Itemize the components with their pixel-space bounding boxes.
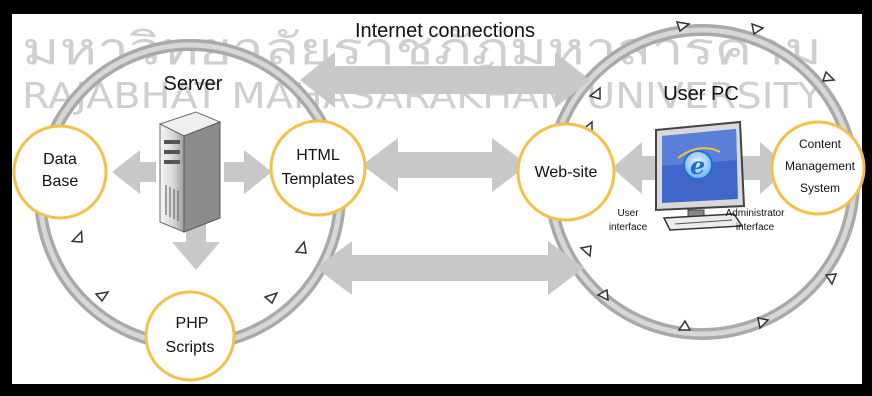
chevron-icon <box>94 290 110 303</box>
left-border <box>0 0 12 396</box>
chevron-icon <box>263 291 279 305</box>
chevron-icon <box>70 229 83 243</box>
database-line-1: Data <box>43 151 77 168</box>
internet-connections-title: Internet connections <box>355 20 535 42</box>
database-line-2: Base <box>42 173 79 190</box>
connection-arrows <box>112 52 790 295</box>
chevron-icon <box>824 273 838 286</box>
admin-interface-line-1: Administrator <box>726 208 786 219</box>
chevron-icon <box>596 288 609 302</box>
cms-line-2: Management <box>785 159 856 173</box>
chevron-icon <box>821 70 836 82</box>
server-tower-icon <box>158 111 222 233</box>
server-heading: Server <box>164 73 223 95</box>
chevron-icon <box>579 245 592 258</box>
admin-interface-line-2: interface <box>736 222 775 233</box>
templates-website-arrow <box>362 138 528 192</box>
cms-line-1: Content <box>799 137 842 151</box>
html-templates-line-1: HTML <box>296 147 340 164</box>
svg-text:e: e <box>690 151 705 180</box>
website-label: Web-site <box>535 164 598 181</box>
chevron-icon <box>757 317 770 330</box>
internet-bottom-arrow <box>316 241 584 295</box>
user-interface-line-2: interface <box>609 222 648 233</box>
desktop-pc-icon: e <box>655 120 746 231</box>
user-interface-line-1: User <box>617 208 639 219</box>
bottom-border <box>0 384 872 396</box>
server-templates-arrow <box>224 150 272 194</box>
pc-cms-arrow <box>742 142 790 194</box>
node-cms: Content Management System <box>770 120 866 216</box>
server-php-arrow <box>172 214 220 270</box>
database-server-arrow <box>112 150 156 194</box>
node-php-scripts: PHP Scripts <box>144 290 236 382</box>
website-pc-arrow <box>612 142 660 194</box>
php-scripts-line-2: Scripts <box>166 339 215 356</box>
chevron-icon <box>294 240 307 254</box>
top-border <box>0 0 872 14</box>
internet-top-arrow <box>300 52 590 108</box>
node-html-templates: HTML Templates <box>269 119 367 217</box>
cms-line-3: System <box>800 181 840 195</box>
chevron-icon <box>588 86 601 101</box>
html-templates-line-2: Templates <box>282 171 355 188</box>
userpc-heading: User PC <box>663 83 739 105</box>
php-scripts-line-1: PHP <box>176 315 209 332</box>
right-border <box>862 0 872 396</box>
node-website: Web-site <box>516 122 616 222</box>
internet-explorer-icon <box>683 150 713 180</box>
chevron-icon <box>675 21 691 33</box>
node-database: Data Base <box>12 124 108 220</box>
chevron-icon <box>677 319 692 331</box>
chevron-icon <box>751 22 765 36</box>
